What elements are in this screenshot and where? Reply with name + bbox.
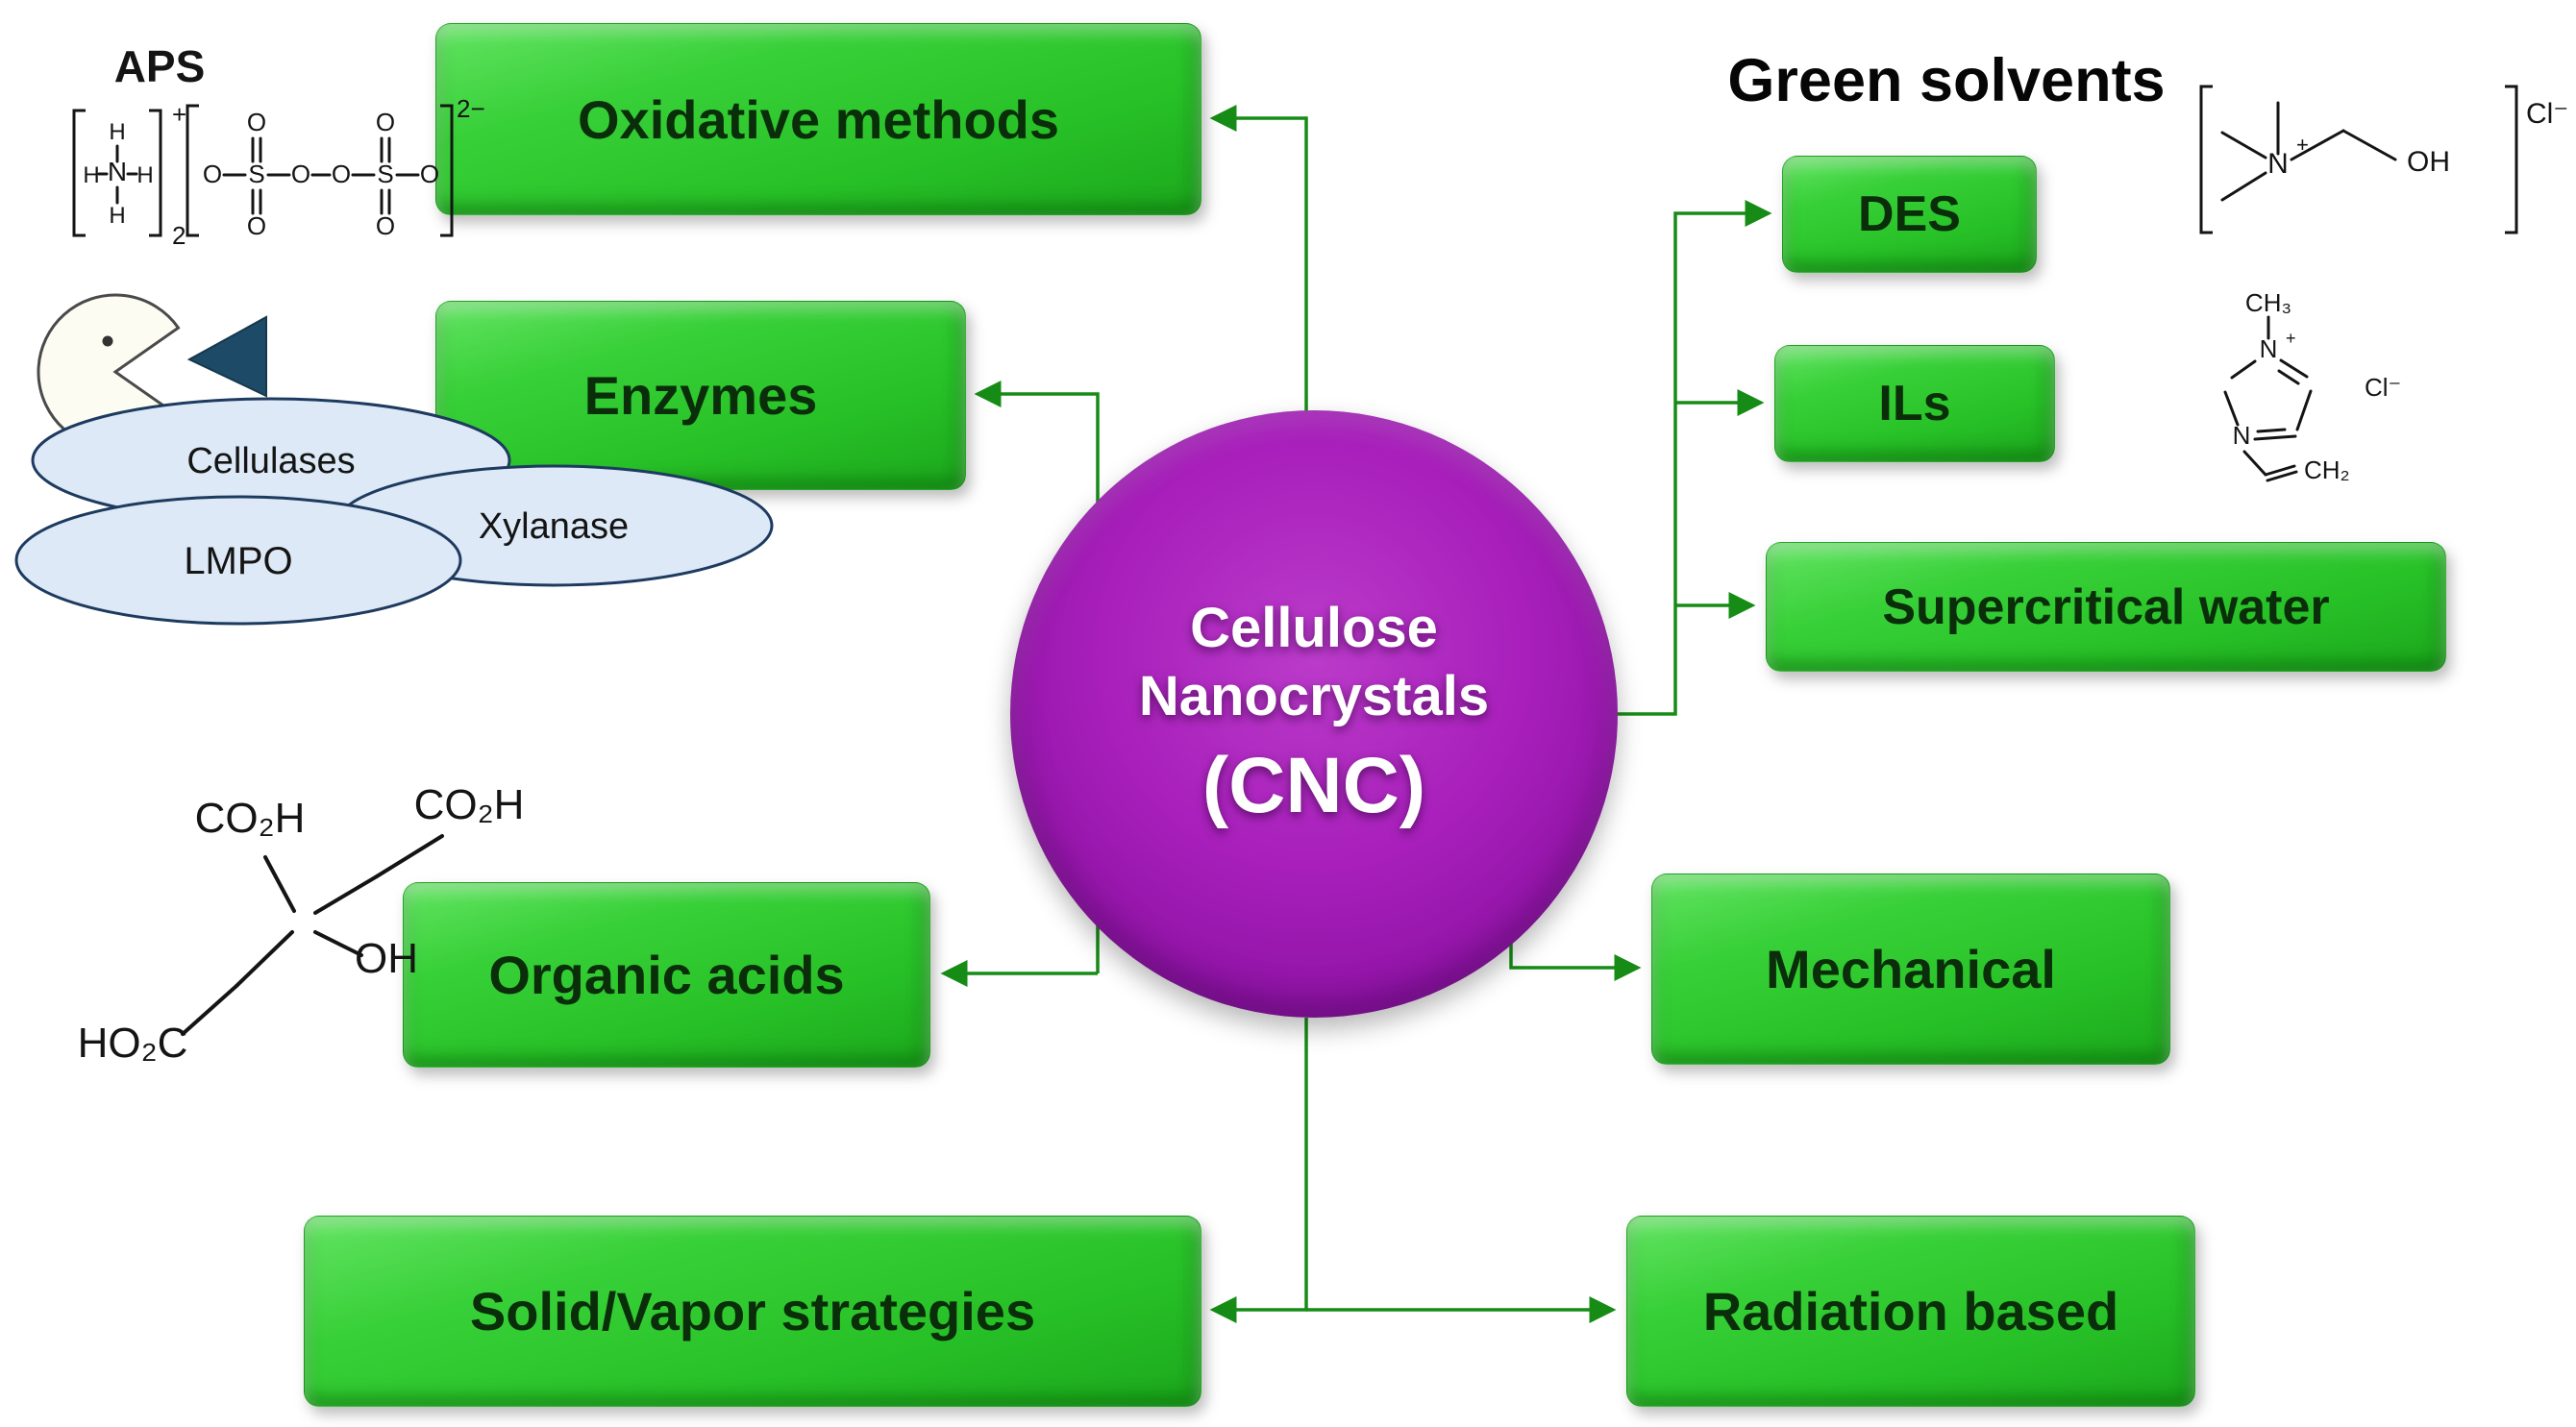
substrate-triangle-icon xyxy=(186,315,267,398)
citric-oh-label: OH xyxy=(355,935,418,982)
connector-to-des xyxy=(1618,200,1772,716)
box-oxidative-methods: Oxidative methods xyxy=(435,23,1201,215)
box-oxidative-methods-label: Oxidative methods xyxy=(577,88,1060,150)
choline-n-atom: N xyxy=(2267,148,2289,180)
choline-cl-label: Cl⁻ xyxy=(2526,98,2568,130)
citric-co2h-label: CO₂H xyxy=(414,781,525,828)
choline-oh-label: OH xyxy=(2407,146,2450,178)
aps-n-atom: N xyxy=(108,157,127,186)
imidazolium-structure: CH₃ N + N CH₂ Cl⁻ xyxy=(2223,288,2401,484)
aps-h-atom: H xyxy=(109,203,125,229)
imidazolium-nplus-atom: N xyxy=(2260,334,2278,363)
imidazolium-ch2-label: CH₂ xyxy=(2304,455,2350,484)
box-ils-label: ILs xyxy=(1878,376,1951,431)
box-des-label: DES xyxy=(1858,186,1961,242)
box-ils: ILs xyxy=(1774,345,2055,462)
box-supercritical-water: Supercritical water xyxy=(1766,542,2446,672)
box-enzymes: Enzymes xyxy=(435,301,966,490)
box-supercritical-water-label: Supercritical water xyxy=(1882,578,2330,635)
box-solid-vapor-strategies: Solid/Vapor strategies xyxy=(304,1216,1201,1407)
aps-structure: APS + 2 N H H H H 2− O S O O S O O O xyxy=(72,41,485,250)
cellulases-label: Cellulases xyxy=(186,441,355,481)
box-mechanical-label: Mechanical xyxy=(1766,939,2056,999)
imidazolium-n-atom: N xyxy=(2233,421,2251,450)
aps-h-atom: H xyxy=(109,119,125,145)
cnc-label-line1: Cellulose xyxy=(1190,597,1438,660)
aps-h-atom: H xyxy=(83,162,99,188)
aps-s-atom: S xyxy=(248,160,264,188)
aps-plus-charge: + xyxy=(172,100,186,129)
citric-acid-structure: CO₂H CO₂H OH HO₂C xyxy=(78,781,525,1067)
aps-o-atom: O xyxy=(203,160,222,188)
aps-label: APS xyxy=(114,41,206,91)
connector-to-solid-vapor xyxy=(1209,1018,1308,1323)
aps-s-atom: S xyxy=(377,160,393,188)
imidazolium-plus-charge: + xyxy=(2286,329,2296,348)
pacman-eye-icon xyxy=(102,335,113,347)
cnc-label-acronym: (CNC) xyxy=(1201,741,1426,829)
box-enzymes-label: Enzymes xyxy=(583,365,818,426)
citric-co2h-label: CO₂H xyxy=(195,795,306,842)
aps-o-atom: O xyxy=(291,160,310,188)
aps-subscript-2: 2 xyxy=(172,221,186,250)
cnc-center-node: Cellulose Nanocrystals (CNC) xyxy=(1010,410,1618,1018)
choline-chloride-structure: Cl⁻ N + OH xyxy=(2199,85,2568,234)
aps-o-atom: O xyxy=(332,160,351,188)
box-organic-acids-label: Organic acids xyxy=(488,945,845,1005)
aps-o-atom: O xyxy=(376,108,395,136)
box-des: DES xyxy=(1782,156,2037,273)
xylanase-label: Xylanase xyxy=(479,506,629,547)
aps-o-atom: O xyxy=(420,160,439,188)
box-mechanical: Mechanical xyxy=(1651,873,2170,1065)
imidazolium-ch3-label: CH₃ xyxy=(2245,288,2291,317)
citric-ho2c-label: HO₂C xyxy=(78,1020,188,1067)
aps-o-atom: O xyxy=(247,211,266,240)
green-solvents-heading: Green solvents xyxy=(1727,47,2166,114)
aps-o-atom: O xyxy=(247,108,266,136)
lmpo-label: LMPO xyxy=(184,540,292,582)
aps-h-atom: H xyxy=(136,162,153,188)
box-radiation-based: Radiation based xyxy=(1626,1216,2195,1407)
imidazolium-cl-label: Cl⁻ xyxy=(2365,373,2401,402)
box-radiation-based-label: Radiation based xyxy=(1702,1281,2119,1341)
box-organic-acids: Organic acids xyxy=(403,882,930,1068)
cnc-label-line2: Nanocrystals xyxy=(1138,664,1490,727)
lmpo-ellipse xyxy=(14,495,462,626)
aps-2minus-charge: 2− xyxy=(457,94,485,123)
aps-o-atom: O xyxy=(376,211,395,240)
enzymes-graphic: Cellulases Xylanase LMPO xyxy=(14,293,774,626)
box-solid-vapor-strategies-label: Solid/Vapor strategies xyxy=(469,1281,1036,1341)
